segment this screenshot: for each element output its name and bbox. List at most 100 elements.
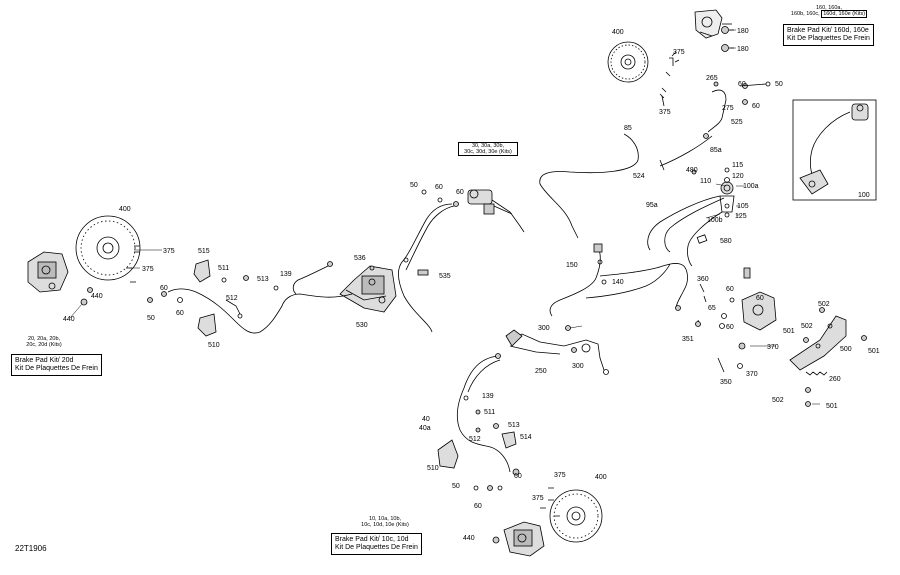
front-right-brake-disc xyxy=(607,41,649,83)
label-400: 400 xyxy=(595,474,607,481)
brake-line-40-upper xyxy=(398,203,453,333)
label-140: 140 xyxy=(612,279,624,286)
master-cylinder-reservoir xyxy=(719,167,735,218)
brake-pad-kit-160-box: Brake Pad Kit/ 160d, 160e Kit De Plaquet… xyxy=(783,24,874,46)
label-85a: 85a xyxy=(710,147,722,154)
label-375: 375 xyxy=(554,472,566,479)
label-502: 502 xyxy=(772,397,784,404)
label-100a: 100a xyxy=(743,183,759,190)
kit-title: Brake Pad Kit/ 20d xyxy=(15,357,74,364)
kit-header-line: 10c, 10d, 10e (Kits) xyxy=(361,522,409,528)
kit-header-boxed: 160d, 160e (Kits) xyxy=(821,10,868,18)
bracket-515 xyxy=(193,259,211,283)
label-501: 501 xyxy=(826,403,838,410)
label-180: 180 xyxy=(737,28,749,35)
label-275: 275 xyxy=(722,105,734,112)
label-513: 513 xyxy=(257,276,269,283)
label-512: 512 xyxy=(226,295,238,302)
kit-header-160: 160, 160a, 160b, 160c, 160d, 160e (Kits) xyxy=(783,5,875,18)
bolts-375-top xyxy=(659,51,680,107)
left-caliper xyxy=(27,251,69,293)
label-139: 139 xyxy=(280,271,292,278)
label-50: 50 xyxy=(452,483,460,490)
bracket-510-left xyxy=(197,313,217,337)
label-511: 511 xyxy=(218,265,229,272)
label-525: 525 xyxy=(731,119,743,126)
label-300: 300 xyxy=(538,325,550,332)
hose-580 xyxy=(687,211,723,267)
label-60: 60 xyxy=(514,473,522,480)
bracket-510-bottom xyxy=(437,439,459,469)
label-350: 350 xyxy=(720,379,732,386)
label-400: 400 xyxy=(119,206,131,213)
brake-line-525 xyxy=(707,89,727,133)
brake-line-150 xyxy=(549,245,601,317)
label-514: 514 xyxy=(520,434,532,441)
bracket-513-514 xyxy=(501,431,517,449)
label-501: 501 xyxy=(783,328,795,335)
label-125: 125 xyxy=(735,213,747,220)
label-513: 513 xyxy=(508,422,520,429)
label-180: 180 xyxy=(737,46,749,53)
label-100: 100 xyxy=(858,192,870,199)
label-300: 300 xyxy=(572,363,584,370)
label-139: 139 xyxy=(482,393,494,400)
label-60: 60 xyxy=(176,310,184,317)
label-536: 536 xyxy=(354,255,366,262)
brake-line-85 xyxy=(539,133,639,239)
label-60: 60 xyxy=(456,189,464,196)
label-510: 510 xyxy=(208,342,220,349)
label-510: 510 xyxy=(427,465,439,472)
label-375: 375 xyxy=(659,109,671,116)
label-440: 440 xyxy=(63,316,75,323)
kit-subtitle: Kit De Plaquettes De Frein xyxy=(335,544,418,551)
label-40: 40 xyxy=(422,416,430,423)
brake-line-40-lower xyxy=(456,355,511,473)
kit-header-line: 30, 30a, 30b, xyxy=(471,143,505,149)
label-370: 370 xyxy=(746,371,758,378)
label-60: 60 xyxy=(752,103,760,110)
kit-header-line: 10, 10a, 10b, xyxy=(368,516,402,522)
label-375: 375 xyxy=(532,495,544,502)
label-85: 85 xyxy=(624,125,632,132)
label-351: 351 xyxy=(682,336,694,343)
label-150: 150 xyxy=(566,262,578,269)
bracket-500 xyxy=(789,315,847,371)
label-110: 110 xyxy=(700,178,711,185)
label-60: 60 xyxy=(756,295,764,302)
label-50: 50 xyxy=(775,81,783,88)
label-370: 370 xyxy=(767,344,779,351)
kit-title: Brake Pad Kit/ 160d, 160e xyxy=(787,27,869,34)
label-535: 535 xyxy=(439,273,451,280)
label-105: 105 xyxy=(737,203,749,210)
label-100b: 100b xyxy=(707,217,723,224)
label-512: 512 xyxy=(469,436,481,443)
label-580: 580 xyxy=(720,238,732,245)
label-250: 250 xyxy=(535,368,547,375)
master-cylinder xyxy=(467,189,525,233)
drawing-code: 22T1906 xyxy=(15,544,47,553)
label-511: 511 xyxy=(484,409,495,416)
label-375: 375 xyxy=(142,266,154,273)
kit-header-line: 160b, 160c, xyxy=(790,11,820,17)
label-530: 530 xyxy=(356,322,368,329)
label-60: 60 xyxy=(726,324,734,331)
kit-header-20: 20, 20a, 20b, 20c, 20d (Kits) xyxy=(14,336,74,348)
rear-caliper-assembly xyxy=(741,291,777,331)
leader-lines xyxy=(69,29,820,405)
label-40a: 40a xyxy=(419,425,431,432)
abs-module xyxy=(339,265,397,313)
label-400: 400 xyxy=(612,29,624,36)
label-440: 440 xyxy=(463,535,475,542)
spring-260 xyxy=(805,371,828,376)
label-500: 500 xyxy=(840,346,852,353)
hose-95a xyxy=(647,195,721,251)
label-502: 502 xyxy=(801,323,813,330)
label-95a: 95a xyxy=(646,202,658,209)
brake-pad-kit-10-box: Brake Pad Kit/ 10c, 10d Kit De Plaquette… xyxy=(331,533,422,555)
left-brake-disc xyxy=(75,215,141,281)
label-50: 50 xyxy=(147,315,155,322)
label-60: 60 xyxy=(474,503,482,510)
kit-subtitle: Kit De Plaquettes De Frein xyxy=(787,35,870,42)
